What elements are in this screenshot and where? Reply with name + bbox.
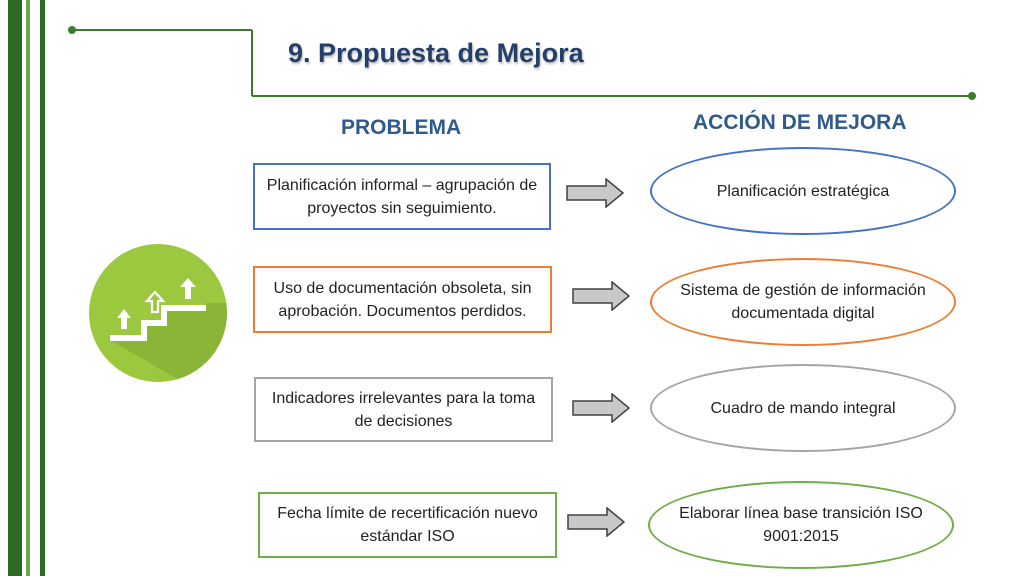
action-oval-1: Planificación estratégica: [650, 147, 956, 235]
page-title: 9. Propuesta de Mejora: [288, 38, 584, 68]
action-oval-2: Sistema de gestión de información docume…: [650, 258, 956, 346]
arrow-right-icon: [566, 178, 624, 208]
problem-box-4: Fecha límite de recertificación nuevo es…: [258, 492, 557, 558]
left-bar-dark: [8, 0, 22, 576]
problem-text-4: Fecha límite de recertificación nuevo es…: [277, 505, 538, 545]
problem-box-3: Indicadores irrelevantes para la toma de…: [254, 377, 553, 442]
action-text-1: Planificación estratégica: [716, 182, 890, 200]
problem-box-2: Uso de documentación obsoleta, sin aprob…: [253, 266, 552, 333]
problem-header: PROBLEMA: [341, 116, 462, 139]
action-text-2: Sistema de gestión de información docume…: [680, 282, 926, 322]
action-oval-4: Elaborar línea base transición ISO 9001:…: [648, 481, 954, 569]
arrow-right-icon: [567, 507, 625, 537]
stairs-up-icon: [89, 244, 227, 382]
problem-box-1: Planificación informal – agrupación de p…: [253, 163, 551, 230]
left-bar-light: [26, 0, 30, 576]
arrow-right-icon: [572, 393, 630, 423]
action-text-4: Elaborar línea base transición ISO 9001:…: [679, 505, 923, 545]
problem-text-3: Indicadores irrelevantes para la toma de…: [271, 389, 536, 430]
action-text-3: Cuadro de mando integral: [710, 399, 896, 417]
left-bar-accent: [40, 0, 45, 576]
problem-text-2: Uso de documentación obsoleta, sin aprob…: [273, 279, 532, 320]
arrow-right-icon: [572, 281, 630, 311]
action-header: ACCIÓN DE MEJORA: [693, 111, 907, 134]
problem-text-1: Planificación informal – agrupación de p…: [266, 176, 538, 217]
action-oval-3: Cuadro de mando integral: [650, 364, 956, 452]
